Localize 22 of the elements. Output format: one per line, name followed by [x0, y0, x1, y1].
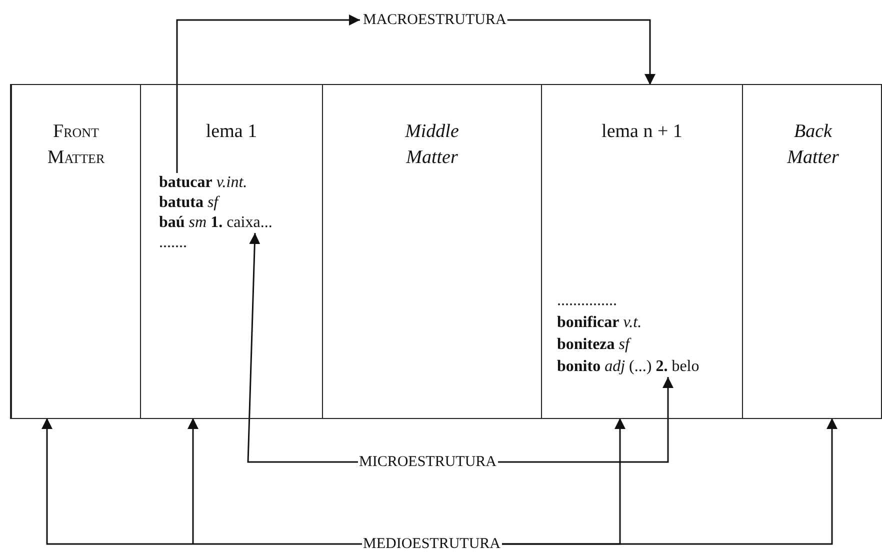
column-heading: Front Matter [46, 120, 106, 170]
arrow [502, 418, 838, 545]
arrow [176, 14, 360, 173]
dictionary-entry: bonito adj (...) 2. belo [557, 357, 700, 377]
dictionary-entry: bonificar v.t. [557, 313, 642, 333]
arrow [507, 19, 656, 85]
dictionary-entry: baú sm 1. caixa... [159, 213, 272, 233]
connector-line [193, 543, 362, 545]
column-heading: Middle Matter [404, 120, 460, 170]
arrow [498, 377, 674, 463]
dictionary-entry: boniteza sf [557, 335, 630, 355]
arrow [42, 418, 193, 545]
column-heading: lema n + 1 [600, 120, 684, 144]
column-heading: Back Matter [786, 120, 840, 170]
dictionary-entry: ............... [557, 291, 617, 311]
dictionary-entry: batucar v.int. [159, 173, 248, 193]
arrow [247, 232, 358, 463]
column-heading: lema 1 [204, 120, 258, 144]
dictionary-entry: batuta sf [159, 193, 218, 213]
arrow [188, 418, 198, 544]
dictionary-entry: ....... [159, 233, 187, 253]
table-frame [10, 84, 882, 419]
